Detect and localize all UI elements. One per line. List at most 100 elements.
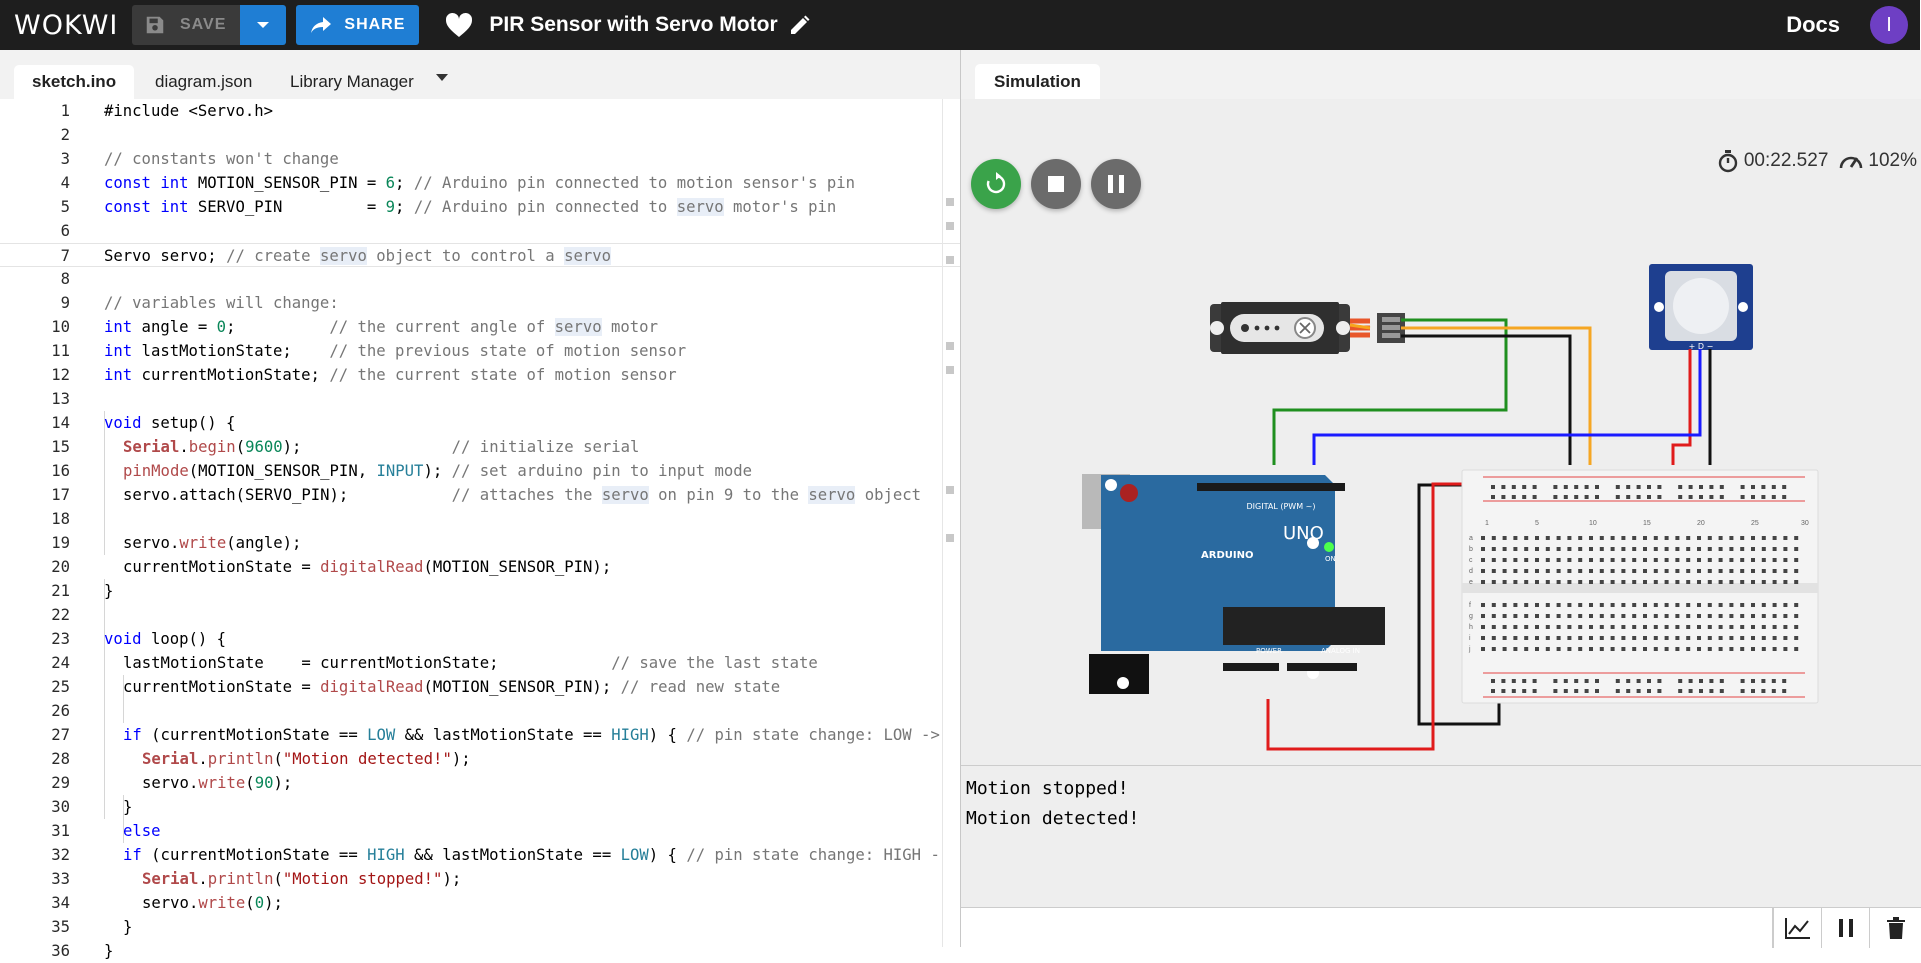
breadboard-hole [1556,603,1561,607]
breadboard-hole [1491,614,1496,618]
breadboard-hole [1751,625,1755,629]
save-dropdown-button[interactable] [240,5,287,45]
heart-icon[interactable] [445,12,473,38]
breadboard-hole [1740,485,1745,489]
docs-link[interactable]: Docs [1786,12,1840,37]
breadboard-hole [1567,547,1572,551]
caret-down-icon[interactable] [436,74,448,82]
breadboard-hole [1502,614,1507,618]
breadboard-hole [1535,547,1539,551]
breadboard-hole [1610,547,1615,551]
breadboard-hole [1578,603,1583,607]
breadboard-hole [1481,647,1485,651]
breadboard-hole [1678,679,1683,683]
tab-diagram-json[interactable]: diagram.json [155,72,253,91]
servo-motor[interactable] [1210,302,1405,354]
breadboard-hole [1686,580,1691,584]
share-button[interactable]: SHARE [296,5,420,45]
breadboard-hole [1653,636,1658,640]
code-line: 30} [51,798,133,816]
breadboard-hole [1599,647,1604,651]
breadboard-hole [1615,679,1620,683]
breadboard-hole [1709,495,1714,499]
breadboard-row-label: h [1469,624,1473,631]
circuit-diagram[interactable]: + D − [961,99,1921,765]
breadboard-hole [1513,547,1518,551]
breadboard-hole [1589,580,1593,584]
breadboard-hole [1794,636,1799,640]
arduino-uno[interactable]: DIGITAL (PWM ~) UNO ARDUINO ON POWER ANA… [1082,474,1385,694]
breadboard-hole [1740,614,1745,618]
breadboard-hole [1740,603,1745,607]
breadboard-hole [1491,647,1496,651]
plotter-button[interactable] [1773,908,1821,948]
breadboard-hole [1502,647,1507,651]
breadboard-hole [1501,495,1506,499]
breadboard-hole [1707,580,1712,584]
breadboard[interactable]: 1 5 10 15 20 25 30 a b c d e f g h i j [1461,469,1819,704]
breadboard-hole [1535,536,1539,540]
pause-icon [1108,175,1124,193]
breadboard-hole [1751,485,1755,489]
wokwi-logo[interactable]: WOKWI [14,9,119,41]
restart-button[interactable] [971,159,1021,209]
breadboard-hole [1751,689,1755,693]
breadboard-hole [1632,625,1637,629]
breadboard-hole [1599,614,1604,618]
breadboard-hole [1675,558,1680,562]
breadboard-hole [1664,614,1669,618]
project-title[interactable]: PIR Sensor with Servo Motor [489,13,778,36]
breadboard-hole [1556,625,1561,629]
pause-serial-button[interactable] [1821,908,1869,948]
code-area[interactable]: 1#include <Servo.h> 2 3// constants won'… [0,99,960,960]
simulation-pane: Simulation 00:22.527 102% [960,50,1921,948]
breadboard-hole [1751,536,1755,540]
breadboard-hole [1522,485,1527,489]
pause-button[interactable] [1091,159,1141,209]
scroll-marker [946,534,954,542]
clear-serial-button[interactable] [1869,908,1921,948]
breadboard-row-label: j [1468,646,1471,653]
breadboard-hole [1675,536,1680,540]
breadboard-hole [1532,679,1537,683]
tab-sketch-ino[interactable]: sketch.ino [14,65,135,99]
breadboard-hole [1491,603,1496,607]
breadboard-hole [1556,614,1561,618]
scroll-marker [946,198,954,206]
breadboard-hole [1772,580,1777,584]
breadboard-hole [1643,603,1647,607]
serial-input[interactable] [961,908,1773,948]
breadboard-hole [1621,603,1626,607]
breadboard-hole [1502,569,1507,573]
breadboard-hole [1535,614,1539,618]
tab-simulation[interactable]: Simulation [975,64,1100,99]
editor-scrollbar[interactable] [942,99,960,947]
stop-button[interactable] [1031,159,1081,209]
breadboard-hole [1697,547,1701,551]
simulation-canvas[interactable]: 00:22.527 102% [961,99,1921,765]
pir-sensor[interactable]: + D − [1649,264,1753,351]
breadboard-hole [1718,625,1723,629]
code-line: 18 [51,510,70,528]
save-button[interactable]: SAVE [132,5,241,45]
breadboard-hole [1740,636,1745,640]
breadboard-hole [1556,558,1561,562]
breadboard-hole [1719,689,1724,693]
breadboard-hole [1686,603,1691,607]
tab-library-manager[interactable]: Library Manager [290,72,414,91]
code-line: 26 [51,702,70,720]
pencil-icon[interactable] [788,13,812,37]
breadboard-hole [1632,536,1637,540]
breadboard-hole [1545,625,1550,629]
avatar[interactable]: I [1870,6,1908,44]
breadboard-hole [1647,689,1651,693]
breadboard-hole [1556,580,1561,584]
breadboard-hole [1740,625,1745,629]
breadboard-hole [1513,536,1518,540]
breadboard-hole [1718,614,1723,618]
